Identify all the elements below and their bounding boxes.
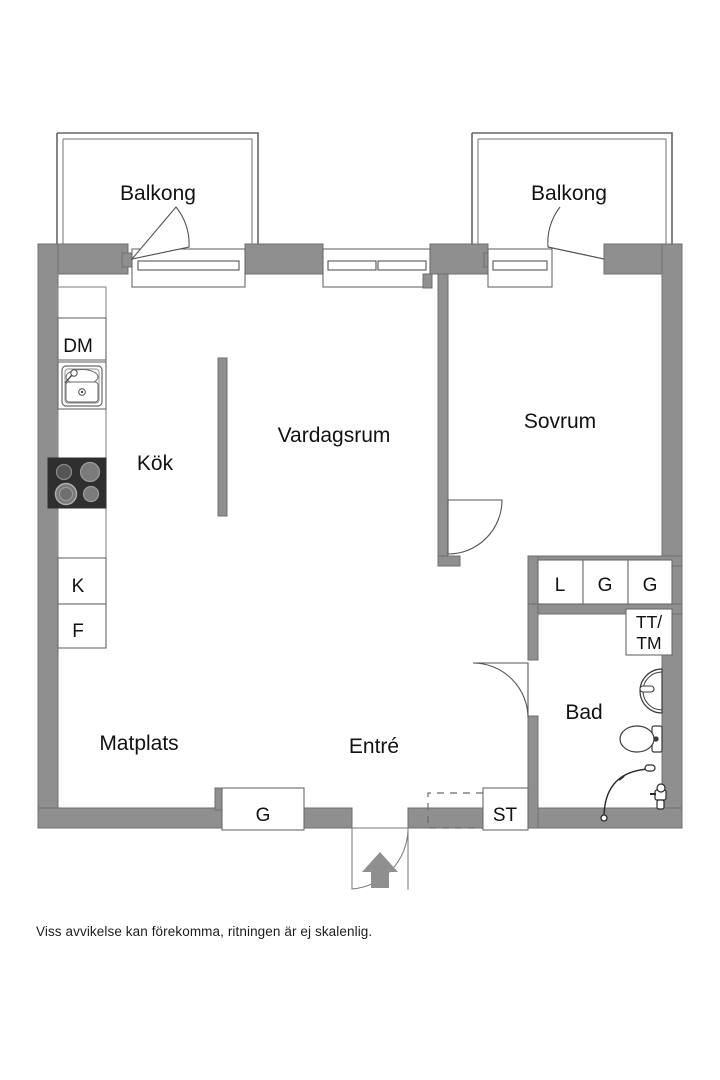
closet-linen — [537, 559, 584, 605]
appliance-freezer — [57, 603, 107, 649]
hall-closet-g: G — [221, 787, 305, 831]
closet-g1-label: G — [598, 575, 613, 596]
partition-stubs — [214, 273, 433, 811]
windows — [131, 248, 553, 288]
window-livingroom-main — [322, 248, 431, 288]
balcony-right-label: Balkong — [531, 182, 607, 205]
room-label-entre: Entré — [349, 735, 399, 758]
toilet-icon — [619, 725, 663, 753]
stove-cooktop-icon — [47, 457, 107, 509]
room-label-kok: Kök — [137, 452, 174, 475]
entrance-arrow-icon — [362, 852, 398, 888]
bedroom-door — [447, 499, 503, 555]
closet-g1 — [582, 559, 629, 605]
bathroom-door — [472, 662, 529, 719]
shower-mixer-icon — [650, 783, 667, 810]
kitchen-sink-icon — [57, 361, 107, 410]
balcony-left-label: Balkong — [120, 182, 196, 205]
disclaimer-caption: Viss avvikelse kan förekomma, ritningen … — [36, 924, 373, 939]
balcony-left: Balkong — [56, 132, 259, 250]
balcony-right: Balkong — [471, 132, 673, 250]
kitchen-counter: DM K F — [47, 286, 107, 649]
room-label-vardagsrum: Vardagsrum — [278, 424, 391, 447]
closet-row-lgg: L G G — [537, 559, 673, 605]
hall-closet-g-label: G — [256, 805, 271, 826]
window-bedroom — [487, 248, 553, 288]
washbasin-icon — [639, 668, 663, 714]
entrance-door — [351, 827, 409, 890]
hall-closet-st: ST — [427, 787, 529, 831]
balcony-door-right — [547, 206, 605, 260]
hall-closet-st-label: ST — [493, 805, 518, 826]
closet-linen-label: L — [555, 575, 566, 596]
room-label-bad: Bad — [565, 701, 602, 724]
appliance-freezer-label: F — [72, 621, 84, 642]
closet-g2-label: G — [643, 575, 658, 596]
bathroom-fixtures — [600, 668, 667, 822]
appliance-fridge-label: K — [72, 576, 85, 597]
laundry-label-line1: TT/ — [636, 612, 662, 632]
room-labels: Kök Vardagsrum Sovrum Matplats Entré Bad — [99, 410, 602, 758]
appliance-dishwasher — [57, 317, 107, 361]
shower-hose-icon — [600, 764, 656, 822]
laundry-label-line2: TM — [636, 633, 661, 653]
laundry-tt-tm: TT/ TM — [625, 608, 673, 656]
appliance-dishwasher-label: DM — [63, 336, 93, 357]
room-label-matplats: Matplats — [99, 732, 178, 755]
balcony-door-left — [130, 206, 190, 260]
closet-g2 — [627, 559, 673, 605]
room-label-sovrum: Sovrum — [524, 410, 596, 433]
appliance-fridge — [57, 557, 107, 605]
